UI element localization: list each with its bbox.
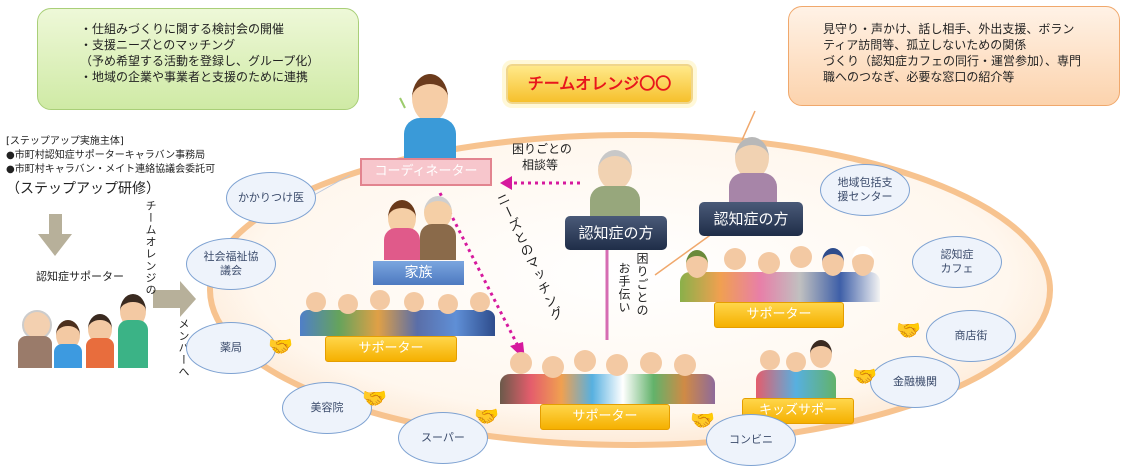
supporter-left-illustration: [300, 290, 495, 336]
family-label: 家族: [373, 261, 464, 285]
matching-arrow: [438, 192, 522, 351]
partner-family-doctor: かかりつけ医: [226, 172, 316, 224]
patient-b-label: 認知症の方: [699, 202, 803, 236]
patient-b-illustration: [729, 137, 777, 203]
partner-social-welfare-council: 社会福祉協 議会: [186, 238, 276, 290]
partner-pharmacy: 薬局: [186, 322, 276, 374]
consult-arrow-head: [500, 176, 512, 190]
stepup-header: [ステップアップ実施主体]: [6, 136, 124, 147]
flow-text-member: メンバーへ: [177, 318, 190, 378]
callout-connector: [399, 97, 406, 109]
coordinator-illustration: [400, 68, 460, 158]
supporter-center-label: サポーター: [540, 404, 670, 430]
stepup-training: （ステップアップ研修）: [6, 181, 160, 197]
handshake-icon: 🤝: [362, 386, 387, 410]
kids-illustration: [756, 340, 836, 400]
handshake-icon: 🤝: [896, 318, 921, 342]
supporter-caption: 認知症サポーター: [36, 270, 124, 283]
family-illustration: [384, 196, 456, 260]
supporter-right-label: サポーター: [714, 302, 844, 328]
patient-a-label: 認知症の方: [565, 216, 667, 250]
partner-community-support-center: 地域包括支 援センター: [820, 164, 910, 216]
handshake-icon: 🤝: [268, 334, 293, 358]
coordinator-label: コーディネーター: [360, 158, 492, 186]
consult-text-2: 相談等: [522, 158, 559, 172]
coordinator-tasks-callout: ・仕組みづくりに関する検討会の開催 ・支援ニーズとのマッチング （予め希望する活…: [37, 8, 359, 110]
support-activity-4: 職へのつなぎ、必要な窓口の紹介等: [823, 70, 1015, 84]
consult-text-1: 困りごとの: [512, 142, 572, 156]
supporter-right-illustration: [680, 244, 880, 302]
help-text-1: 困りごとの: [635, 252, 649, 317]
stepup-down-arrow: [38, 214, 72, 256]
partner-convenience-store: コンビニ: [706, 414, 796, 466]
support-activity-1: 見守り・声かけ、話し相手、外出支援、ボラン: [823, 22, 1075, 36]
support-activities-callout: 見守り・声かけ、話し相手、外出支援、ボラン ティア訪問等、孤立しないための関係 …: [788, 6, 1120, 106]
coordinator-task-4: ・地域の企業や事業者と支援のために連携: [80, 70, 309, 84]
member-right-arrow: [153, 281, 196, 317]
orange-callout-connector: [741, 110, 756, 141]
partner-beauty-salon: 美容院: [282, 382, 372, 434]
stepup-bullet-2: ●市町村キャラバン・メイト連絡協議会委託可: [6, 164, 216, 175]
support-activity-3: づくり（認知症カフェの同行・運営参加）、専門: [823, 54, 1082, 68]
team-title: チームオレンジ〇〇: [506, 64, 693, 104]
handshake-icon: 🤝: [852, 364, 877, 388]
partner-financial-institution: 金融機関: [870, 356, 960, 408]
handshake-icon: 🤝: [474, 404, 499, 428]
coordinator-task-1: ・仕組みづくりに関する検討会の開催: [80, 22, 285, 36]
supporter-group-illustration: [18, 290, 150, 370]
coordinator-task-3: （予め希望する活動を登録し、グループ化）: [80, 54, 320, 68]
handshake-icon: 🤝: [690, 408, 715, 432]
partner-shopping-street: 商店街: [926, 310, 1016, 362]
stepup-bullet-1: ●市町村認知症サポーターキャラバン事務局: [6, 150, 206, 161]
supporter-left-label: サポーター: [325, 336, 457, 362]
partner-dementia-cafe: 認知症 カフェ: [912, 236, 1002, 288]
team-ellipse: [207, 132, 1053, 448]
help-text-2: お手伝い: [617, 262, 631, 314]
patient-a-illustration: [590, 150, 640, 216]
partner-supermarket: スーパー: [398, 412, 488, 464]
coordinator-task-2: ・支援ニーズとのマッチング: [80, 38, 236, 52]
flow-text-team-orange: チームオレンジの: [144, 200, 157, 296]
support-activity-2: ティア訪問等、孤立しないための関係: [823, 38, 1027, 52]
supporter-center-illustration: [500, 348, 715, 404]
